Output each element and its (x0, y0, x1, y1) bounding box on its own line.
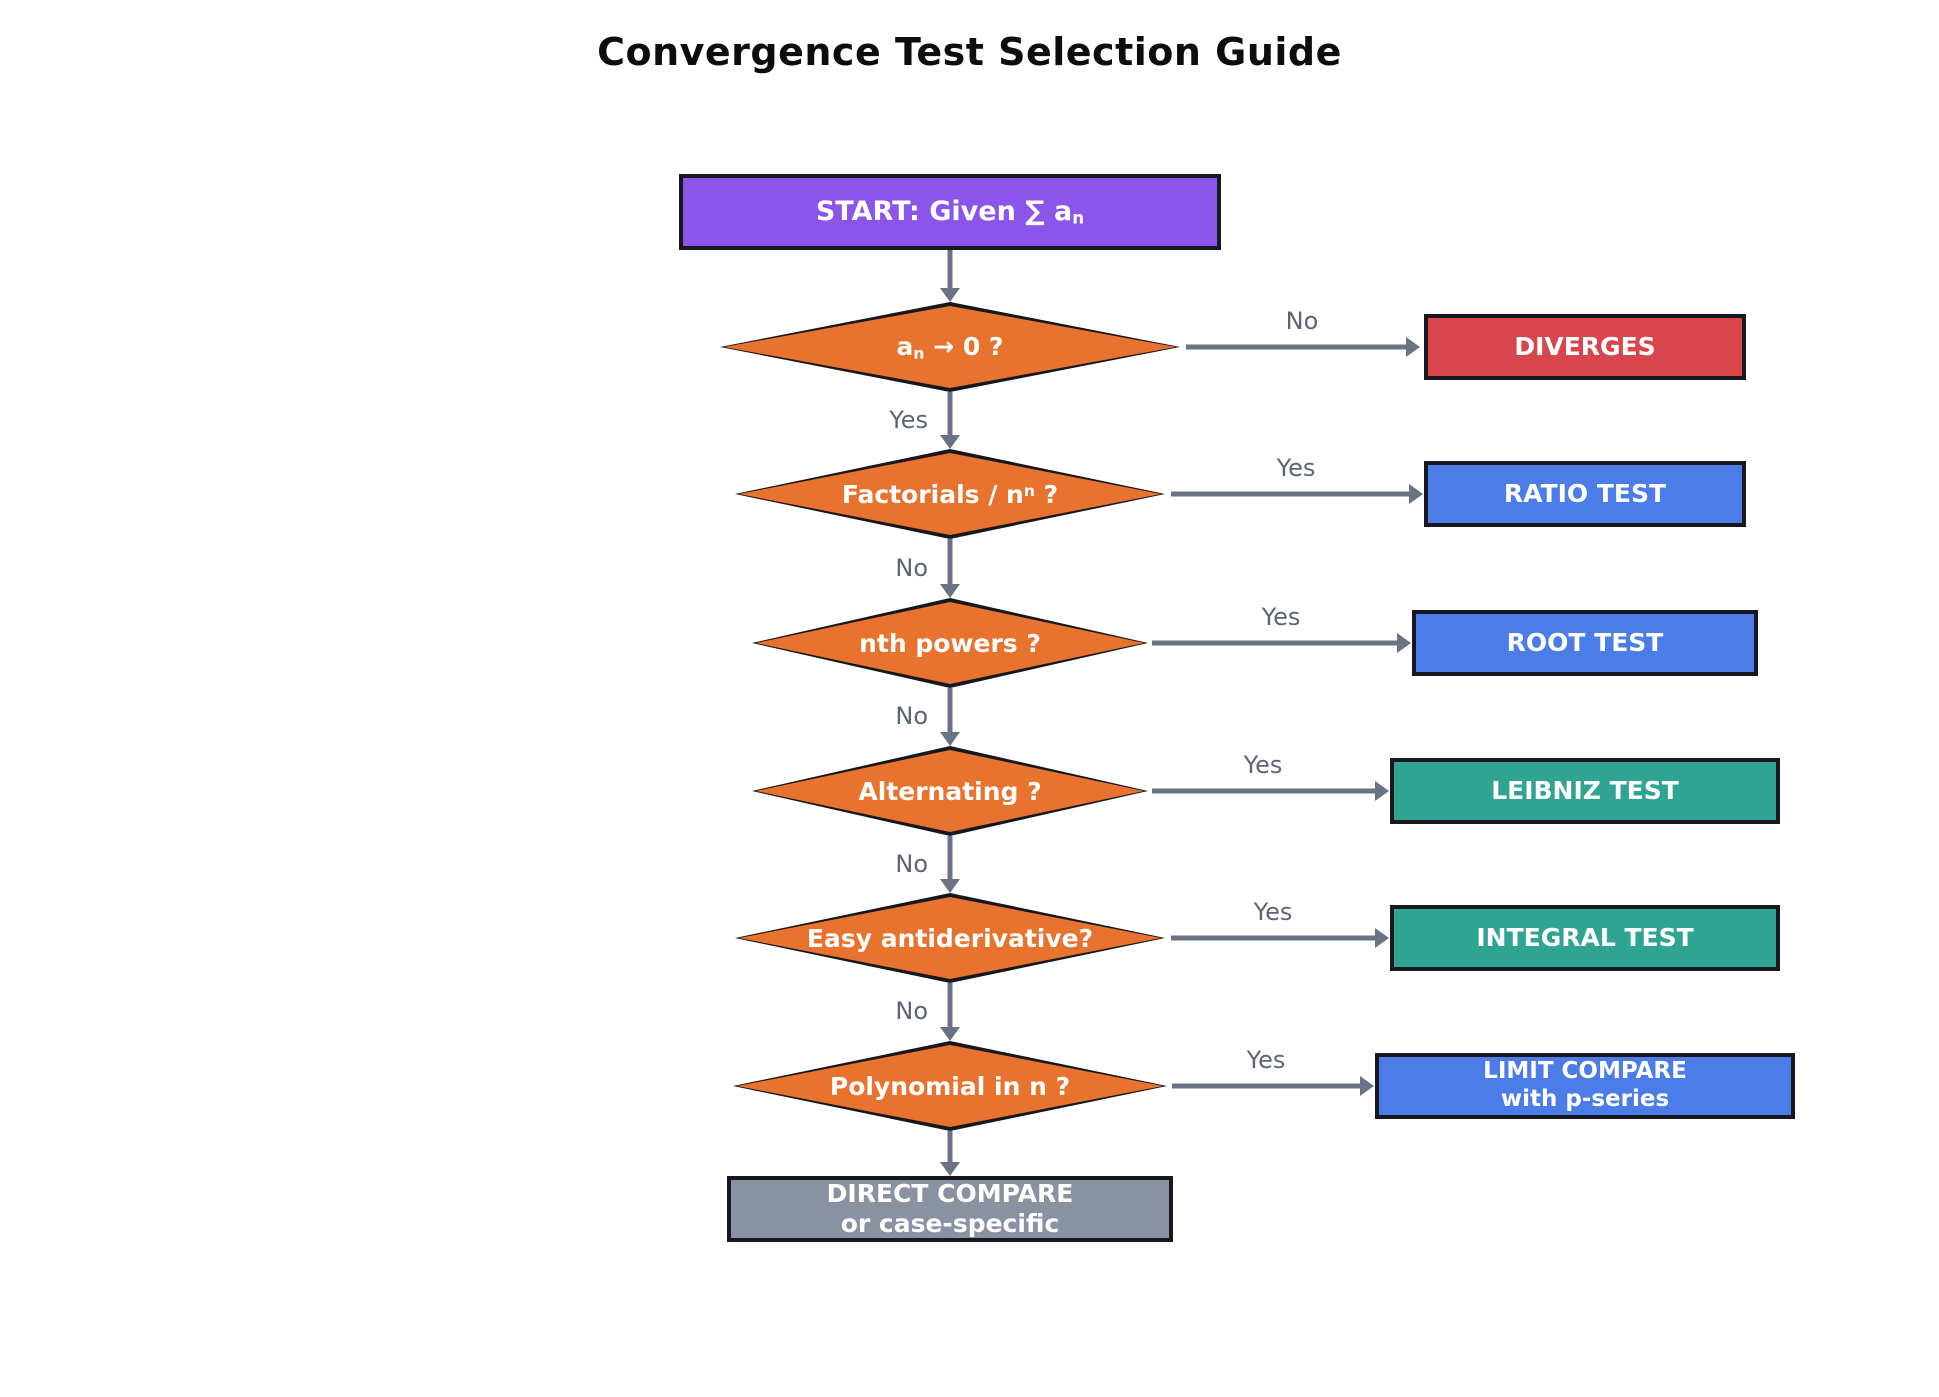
result-leibniz-test-label: LEIBNIZ TEST (1491, 775, 1679, 805)
result-diverges-label: DIVERGES (1514, 331, 1656, 361)
decision-polynomial-label: Polynomial in n ? (829, 1071, 1071, 1101)
end-node-line1: DIRECT COMPARE (826, 1178, 1074, 1208)
result-limit-compare-line2: with p-series (1500, 1086, 1670, 1112)
result-ratio-test: RATIO TEST (1424, 461, 1746, 527)
result-leibniz-test: LEIBNIZ TEST (1390, 758, 1780, 824)
arrowhead-start-to-q1 (940, 288, 960, 302)
result-limit-compare-line1: LIMIT COMPARE (1483, 1058, 1687, 1085)
decision-polynomial: Polynomial in n ? (733, 1041, 1167, 1131)
arrowhead-q2-to-ratio (1409, 484, 1423, 504)
decision-an-to-zero-fill: an → 0 ? (724, 306, 1176, 388)
start-node: START: Given ∑ an (679, 174, 1221, 250)
decision-alternating-label: Alternating ? (858, 776, 1042, 806)
decision-factorials-label: Factorials / nn ? (841, 479, 1059, 509)
arrowhead-q2-to-q3 (940, 584, 960, 598)
decision-alternating: Alternating ? (752, 746, 1148, 836)
start-node-label: START: Given ∑ an (815, 195, 1085, 228)
decision-antiderivative-label: Easy antiderivative? (806, 923, 1094, 953)
decision-nth-powers: nth powers ? (752, 598, 1148, 688)
arrowhead-q4-to-leibniz (1375, 781, 1389, 801)
decision-alternating-fill: Alternating ? (756, 750, 1144, 832)
edge-label-yes-q1-q2: Yes (889, 406, 928, 434)
edge-label-no-q5-q6: No (895, 997, 928, 1025)
arrowhead-q1-to-q2 (940, 435, 960, 449)
decision-an-to-zero: an → 0 ? (720, 302, 1180, 392)
edge-label-yes-ratio: Yes (1276, 454, 1316, 482)
decision-polynomial-fill: Polynomial in n ? (737, 1045, 1163, 1127)
edge-label-yes-integral: Yes (1253, 898, 1293, 926)
decision-nth-powers-fill: nth powers ? (756, 602, 1144, 684)
result-ratio-test-label: RATIO TEST (1503, 478, 1667, 508)
arrowhead-q5-to-integral (1375, 928, 1389, 948)
result-limit-compare: LIMIT COMPARE with p-series (1375, 1053, 1795, 1119)
chart-title: Convergence Test Selection Guide (597, 30, 1342, 74)
end-node: DIRECT COMPARE or case-specific (727, 1176, 1173, 1242)
decision-nth-powers-label: nth powers ? (859, 628, 1041, 658)
edge-label-no-q4-q5: No (895, 850, 928, 878)
result-integral-test-label: INTEGRAL TEST (1476, 922, 1694, 952)
edge-label-yes-root: Yes (1261, 603, 1301, 631)
result-diverges: DIVERGES (1424, 314, 1746, 380)
decision-an-to-zero-label: an → 0 ? (896, 331, 1004, 363)
end-node-line2: or case-specific (840, 1209, 1060, 1238)
arrowhead-q4-to-q5 (940, 879, 960, 893)
arrowhead-q3-to-root (1397, 633, 1411, 653)
edge-label-yes-leibniz: Yes (1243, 751, 1283, 779)
result-root-test-label: ROOT TEST (1506, 627, 1664, 657)
arrowhead-q5-to-q6 (940, 1027, 960, 1041)
arrowhead-q6-to-end (940, 1162, 960, 1176)
edge-label-yes-limit: Yes (1246, 1046, 1286, 1074)
decision-factorials-fill: Factorials / nn ? (739, 453, 1161, 535)
edge-label-no-diverges: No (1285, 307, 1319, 335)
arrowhead-q6-to-limit (1360, 1076, 1374, 1096)
arrowhead-q1-to-diverges (1406, 337, 1420, 357)
result-integral-test: INTEGRAL TEST (1390, 905, 1780, 971)
edge-label-no-q2-q3: No (895, 554, 928, 582)
edge-label-no-q3-q4: No (895, 702, 928, 730)
decision-antiderivative: Easy antiderivative? (735, 893, 1165, 983)
arrowhead-q3-to-q4 (940, 732, 960, 746)
decision-factorials: Factorials / nn ? (735, 449, 1165, 539)
decision-antiderivative-fill: Easy antiderivative? (739, 897, 1161, 979)
result-root-test: ROOT TEST (1412, 610, 1758, 676)
